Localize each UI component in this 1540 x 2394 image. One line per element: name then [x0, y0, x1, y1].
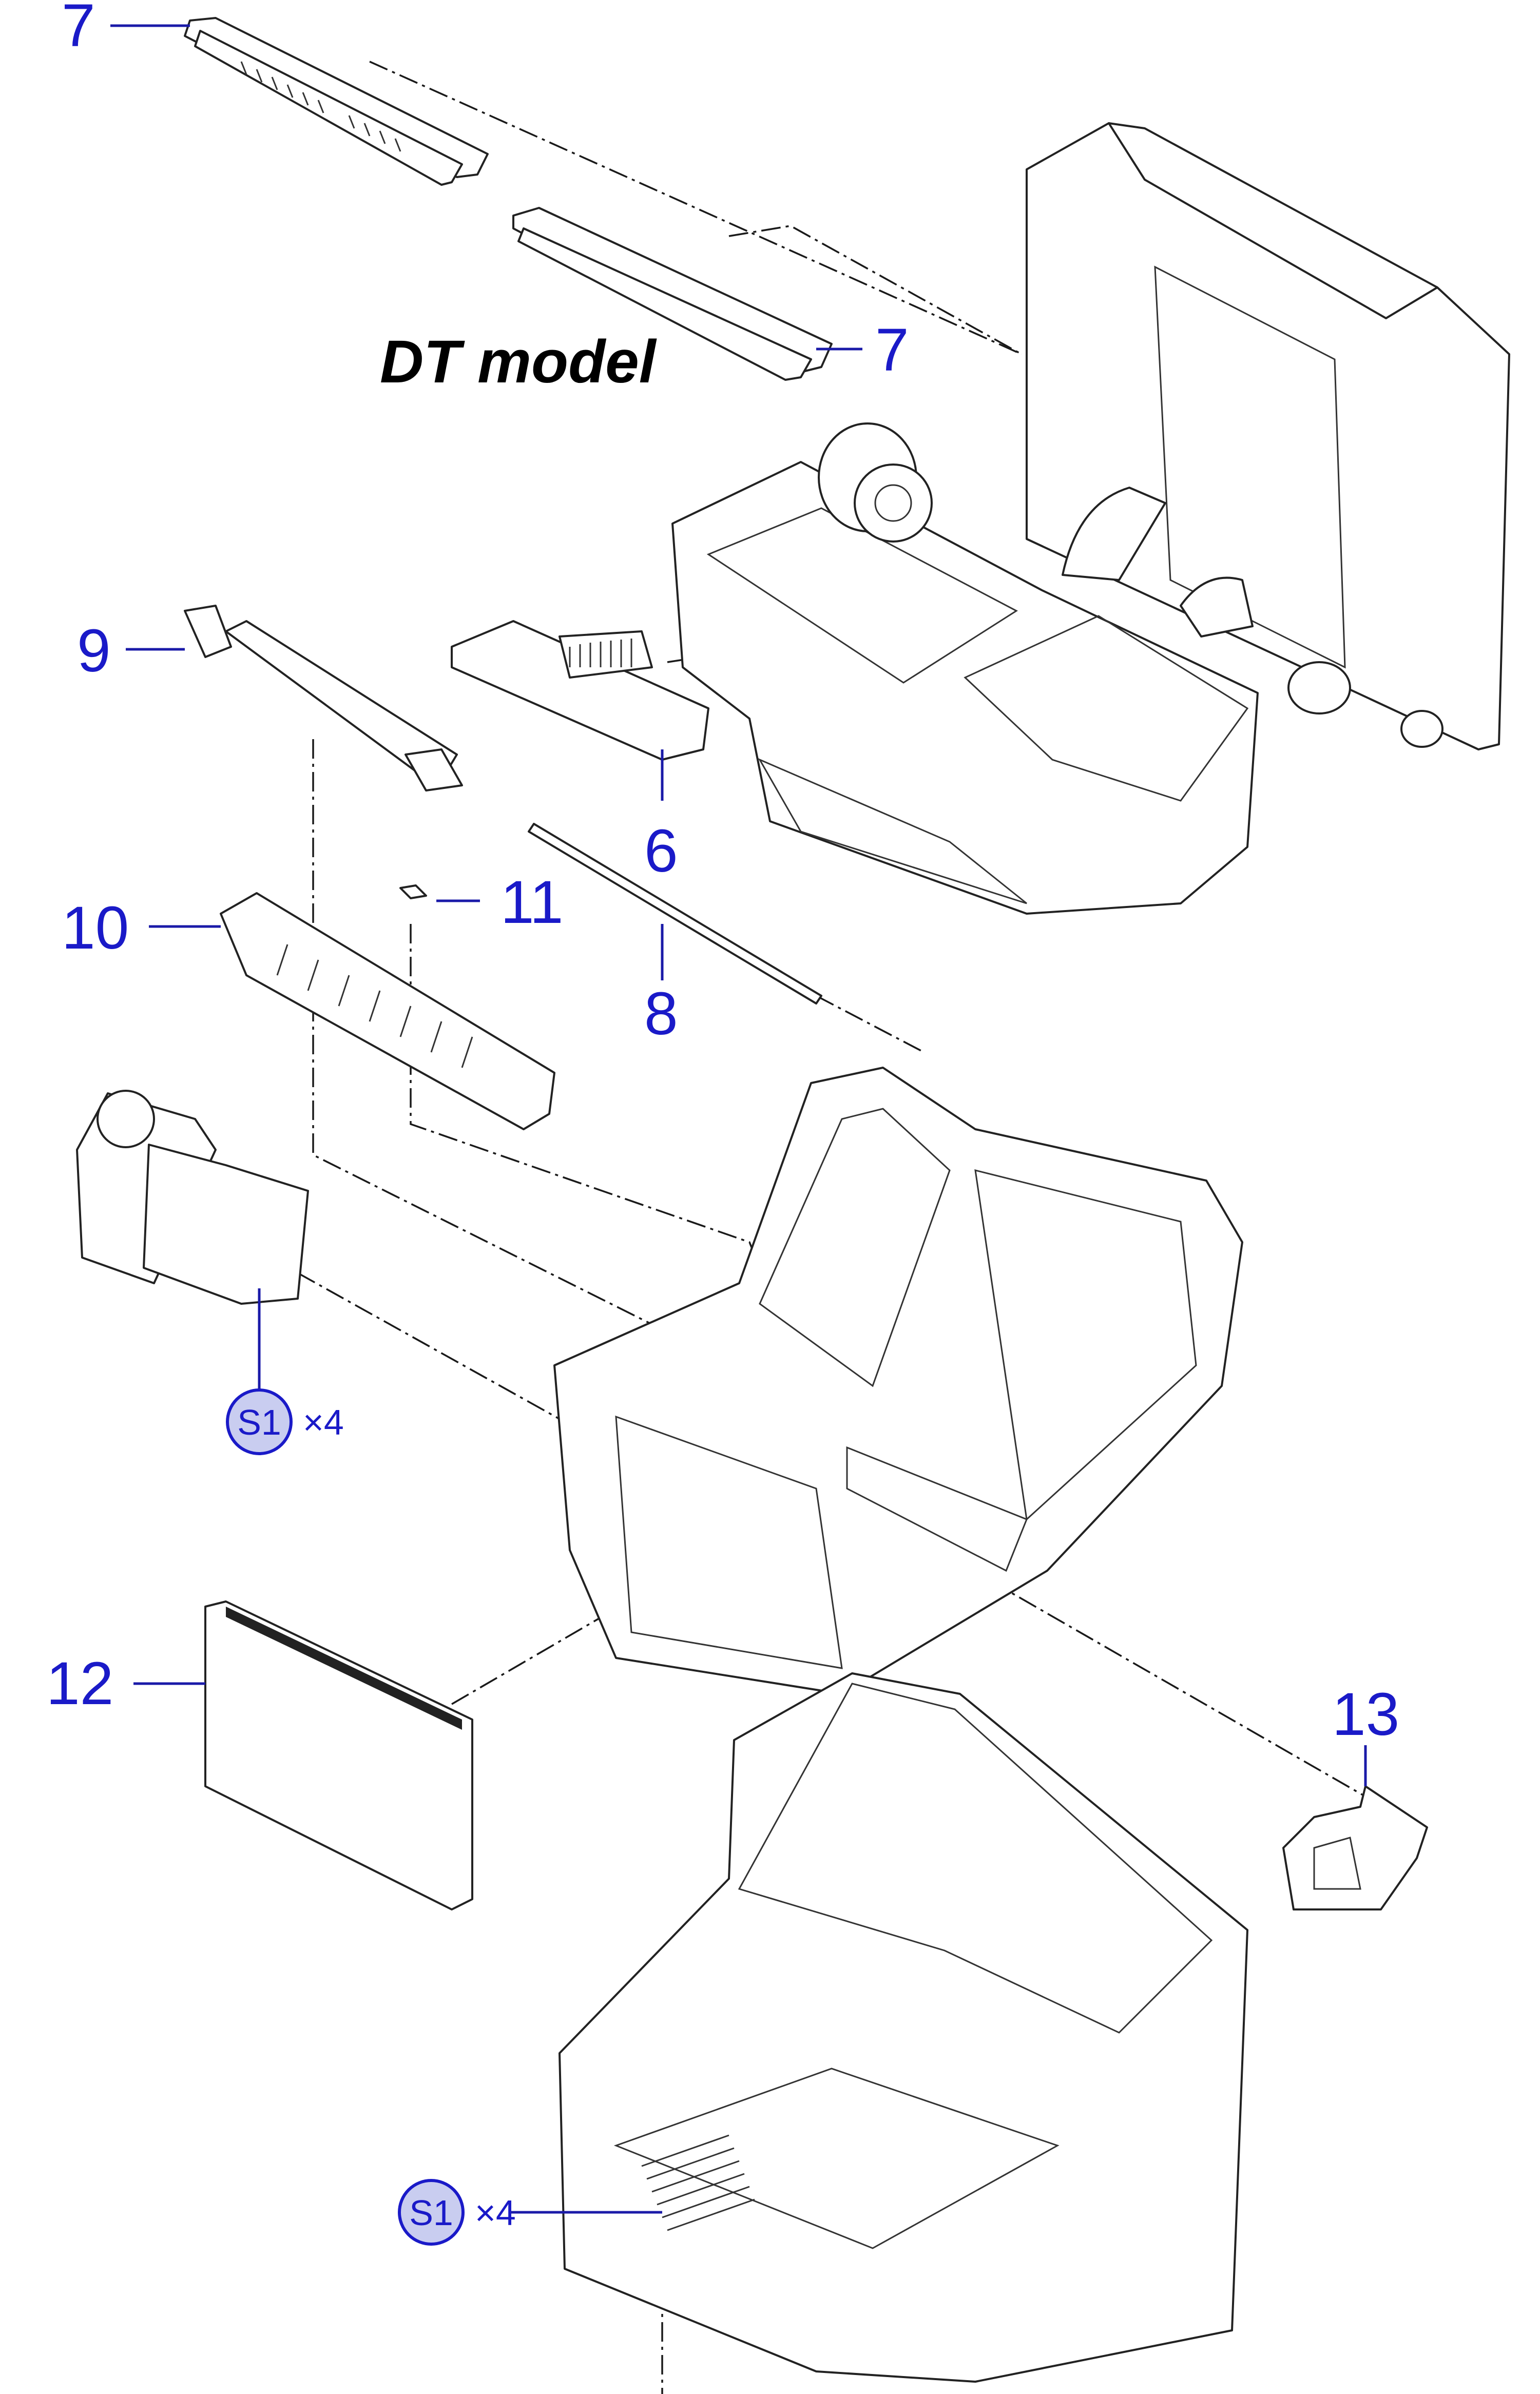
part-6-thermal-head — [451, 620, 709, 761]
part-7-guide-dt — [512, 207, 833, 381]
callout-12: 12 — [46, 1650, 113, 1717]
callout-10: 10 — [62, 894, 129, 962]
print-mechanism-assembly — [671, 422, 1259, 915]
part-8-shaft — [528, 823, 822, 1005]
screw-qty: ×4 — [475, 2193, 516, 2233]
screw-label: S1 — [237, 1402, 281, 1442]
callout-7-upper: 7 — [62, 0, 95, 60]
part-10-paper-guide — [220, 892, 555, 1130]
callout-13: 13 — [1332, 1681, 1399, 1748]
screw-marker-s1-motor: S1 ×4 — [226, 1388, 344, 1455]
callout-7-dt: 7 — [875, 316, 909, 384]
callout-6: 6 — [644, 817, 678, 885]
callout-8: 8 — [644, 980, 678, 1048]
callout-11: 11 — [500, 868, 564, 936]
callout-9: 9 — [77, 617, 111, 685]
part-7-guide-upper — [184, 17, 489, 186]
part-12-board — [204, 1600, 473, 1910]
leader-lines — [110, 24, 1367, 2214]
screw-label: S1 — [409, 2193, 453, 2233]
screw-marker-s1-case: S1 ×4 — [398, 2179, 516, 2246]
part-11-spring — [399, 884, 427, 899]
part-9-platen-roller — [184, 605, 463, 791]
part-13-lever — [1282, 1785, 1428, 1910]
lower-case — [559, 1672, 1248, 2383]
model-title: DT model — [380, 328, 657, 396]
main-frame — [553, 1067, 1243, 1695]
top-cover — [1026, 122, 1510, 750]
screw-qty: ×4 — [303, 1402, 344, 1442]
motor-unit — [76, 1090, 309, 1305]
